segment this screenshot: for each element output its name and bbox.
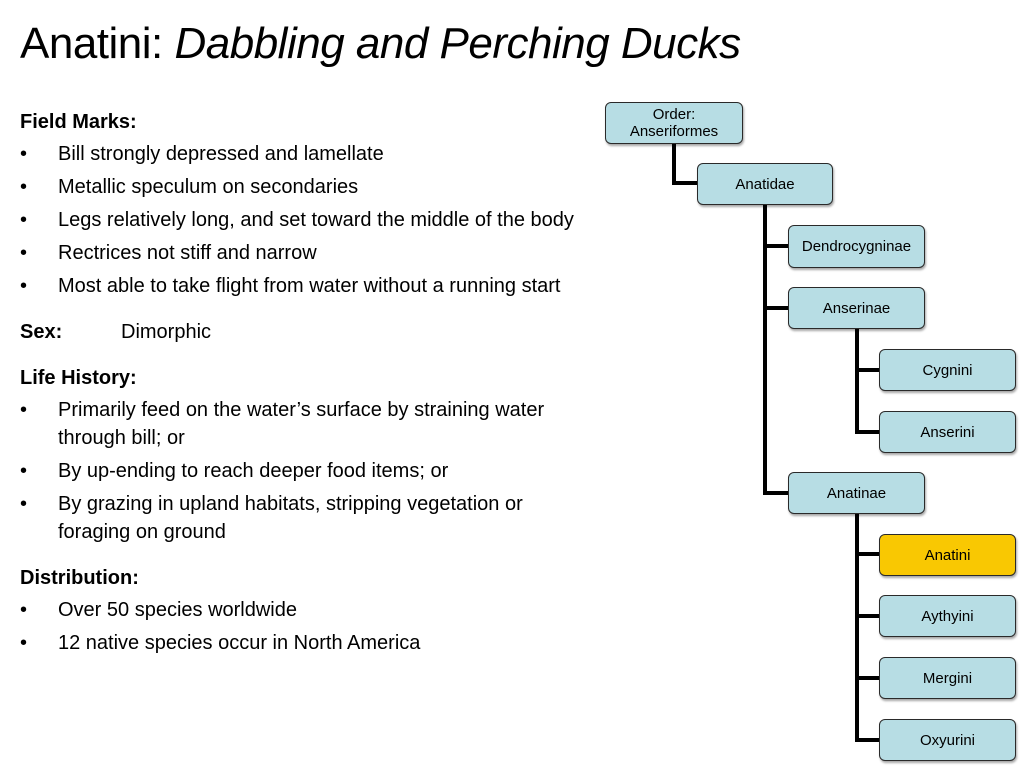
tree-node-dendrocygninae: Dendrocygninae <box>788 225 925 268</box>
list-item: •Over 50 species worldwide <box>20 596 580 624</box>
tree-node-anatinae: Anatinae <box>788 472 925 514</box>
title-italic: Dabbling and Perching Ducks <box>174 19 741 68</box>
list-item: •Metallic speculum on secondaries <box>20 173 580 201</box>
list-item: •Primarily feed on the water’s surface b… <box>20 396 580 452</box>
tree-node-anatini-highlighted: Anatini <box>879 534 1016 576</box>
bullet: • <box>20 176 28 198</box>
distribution-list: •Over 50 species worldwide •12 native sp… <box>20 596 580 657</box>
tree-node-cygnini: Cygnini <box>879 349 1016 391</box>
connector-order-family <box>672 141 699 185</box>
slide-title: Anatini: Dabbling and Perching Ducks <box>20 22 741 66</box>
tree-node-oxyurini: Oxyurini <box>879 719 1016 761</box>
bullet: • <box>20 242 28 264</box>
tree-node-anserinae: Anserinae <box>788 287 925 329</box>
tree-node-mergini: Mergini <box>879 657 1016 699</box>
tree-node-order: Order: Anseriformes <box>605 102 743 144</box>
bullet: • <box>20 493 28 515</box>
connector-anserinae-tribes <box>855 327 881 434</box>
bullet: • <box>20 599 28 621</box>
bullet: • <box>20 209 28 231</box>
life-history-heading: Life History: <box>20 367 137 389</box>
sex-row: Sex: Dimorphic <box>20 318 580 346</box>
list-item: •Legs relatively long, and set toward th… <box>20 206 580 234</box>
connector-family-subfamilies <box>763 203 791 495</box>
sex-value: Dimorphic <box>121 321 212 343</box>
field-marks-list: •Bill strongly depressed and lamellate •… <box>20 140 580 300</box>
list-item: •Bill strongly depressed and lamellate <box>20 140 580 168</box>
slide-content: Field Marks: •Bill strongly depressed an… <box>20 108 580 662</box>
connector-anatinae-tribes <box>855 512 881 742</box>
bullet: • <box>20 275 28 297</box>
field-marks-heading: Field Marks: <box>20 111 137 133</box>
list-item: •Most able to take flight from water wit… <box>20 272 580 300</box>
sex-label: Sex: <box>20 321 63 343</box>
distribution-heading: Distribution: <box>20 567 139 589</box>
title-prefix: Anatini: <box>20 19 175 68</box>
tree-node-anserini: Anserini <box>879 411 1016 453</box>
list-item: •12 native species occur in North Americ… <box>20 629 580 657</box>
list-item: •By up-ending to reach deeper food items… <box>20 457 580 485</box>
list-item: •By grazing in upland habitats, strippin… <box>20 490 580 546</box>
list-item: •Rectrices not stiff and narrow <box>20 239 580 267</box>
bullet: • <box>20 399 28 421</box>
bullet: • <box>20 632 28 654</box>
bullet: • <box>20 143 28 165</box>
tree-node-aythyini: Aythyini <box>879 595 1016 637</box>
tree-node-anatidae: Anatidae <box>697 163 833 205</box>
life-history-list: •Primarily feed on the water’s surface b… <box>20 396 580 546</box>
bullet: • <box>20 460 28 482</box>
